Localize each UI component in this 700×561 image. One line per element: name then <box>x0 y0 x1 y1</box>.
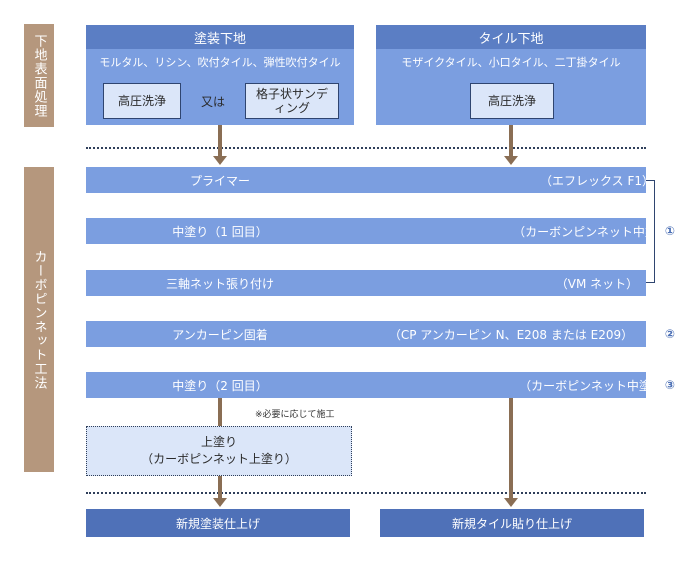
paint-option-pressure-wash: 高圧洗浄 <box>103 83 181 119</box>
step-middle-coat-2: 中塗り（2 回目） （カーボピンネット中塗り） <box>86 372 675 398</box>
step-middle-coat-2-detail: （カーボピンネット中塗り） <box>519 378 675 393</box>
optional-top-coat-box: 上塗り （カーボピンネット上塗り） <box>86 426 352 476</box>
arrow-head-tile-bottom <box>504 498 518 507</box>
optional-top-coat-detail: （カーボピンネット上塗り） <box>141 452 297 466</box>
marker-1: ① <box>664 224 676 238</box>
step-anchor-pin-label: アンカーピン固着 <box>172 327 268 342</box>
arrow-shaft-paint-bottom <box>218 476 222 499</box>
optional-top-coat-title: 上塗り <box>200 435 237 450</box>
sidebar-label-method: カーボピンネット工法 <box>24 167 54 472</box>
paint-base-types: モルタル、リシン、吹付タイル、弾性吹付タイル <box>99 56 341 69</box>
arrow-shaft-paint-mid <box>218 398 222 426</box>
step-primer-detail: （エフレックス F1） <box>540 173 654 188</box>
step-middle-coat-2-label: 中塗り（2 回目） <box>172 378 268 393</box>
tile-option-pressure-wash: 高圧洗浄 <box>470 83 554 119</box>
step-triaxial-net-detail: （VM ネット） <box>555 276 639 291</box>
paint-base-header: 塗装下地 <box>86 25 354 49</box>
step-anchor-pin-detail: （CP アンカーピン N、E208 または E209） <box>388 327 634 342</box>
marker-2: ② <box>664 327 676 341</box>
paint-option-grid-sanding: 格子状サンディング <box>245 83 339 119</box>
sidebar-label-prep-text: 下地表面処理 <box>31 33 47 118</box>
step-primer: プライマー （エフレックス F1） <box>86 167 654 193</box>
step-triaxial-net: 三軸ネット張り付け （VM ネット） <box>86 270 646 296</box>
arrow-head-paint-top <box>213 156 227 165</box>
paint-base-title: 塗装下地 <box>193 31 246 47</box>
step-middle-coat-1: 中塗り（1 回目） （カーボンピンネット中塗り） <box>86 218 681 244</box>
bracket-group-1 <box>646 180 655 283</box>
arrow-shaft-tile-top <box>509 125 513 157</box>
arrow-head-paint-bottom <box>213 498 227 507</box>
sidebar-label-prep: 下地表面処理 <box>24 24 54 127</box>
marker-3: ③ <box>664 378 676 392</box>
step-middle-coat-1-detail: （カーボンピンネット中塗り） <box>513 224 681 239</box>
arrow-head-tile-top <box>504 156 518 165</box>
tile-base-header: タイル下地 <box>376 25 646 49</box>
step-primer-label: プライマー <box>189 173 250 188</box>
separator-bottom <box>86 492 646 494</box>
arrow-shaft-tile-bottom <box>509 398 513 499</box>
optional-note: ※必要に応じて施工 <box>255 410 335 420</box>
tile-base-types: モザイクタイル、小口タイル、二丁掛タイル <box>401 56 621 69</box>
sidebar-label-method-text: カーボピンネット工法 <box>31 249 47 390</box>
or-label: 又は <box>200 94 225 109</box>
final-tile-finish: 新規タイル貼り仕上げ <box>380 509 644 537</box>
tile-base-title: タイル下地 <box>478 31 544 47</box>
step-anchor-pin: アンカーピン固着 （CP アンカーピン N、E208 または E209） <box>86 321 646 347</box>
arrow-shaft-paint-top <box>218 125 222 157</box>
separator-top <box>86 147 646 149</box>
step-middle-coat-1-label: 中塗り（1 回目） <box>172 224 268 239</box>
final-paint-finish: 新規塗装仕上げ <box>86 509 350 537</box>
step-triaxial-net-label: 三軸ネット張り付け <box>165 276 274 291</box>
